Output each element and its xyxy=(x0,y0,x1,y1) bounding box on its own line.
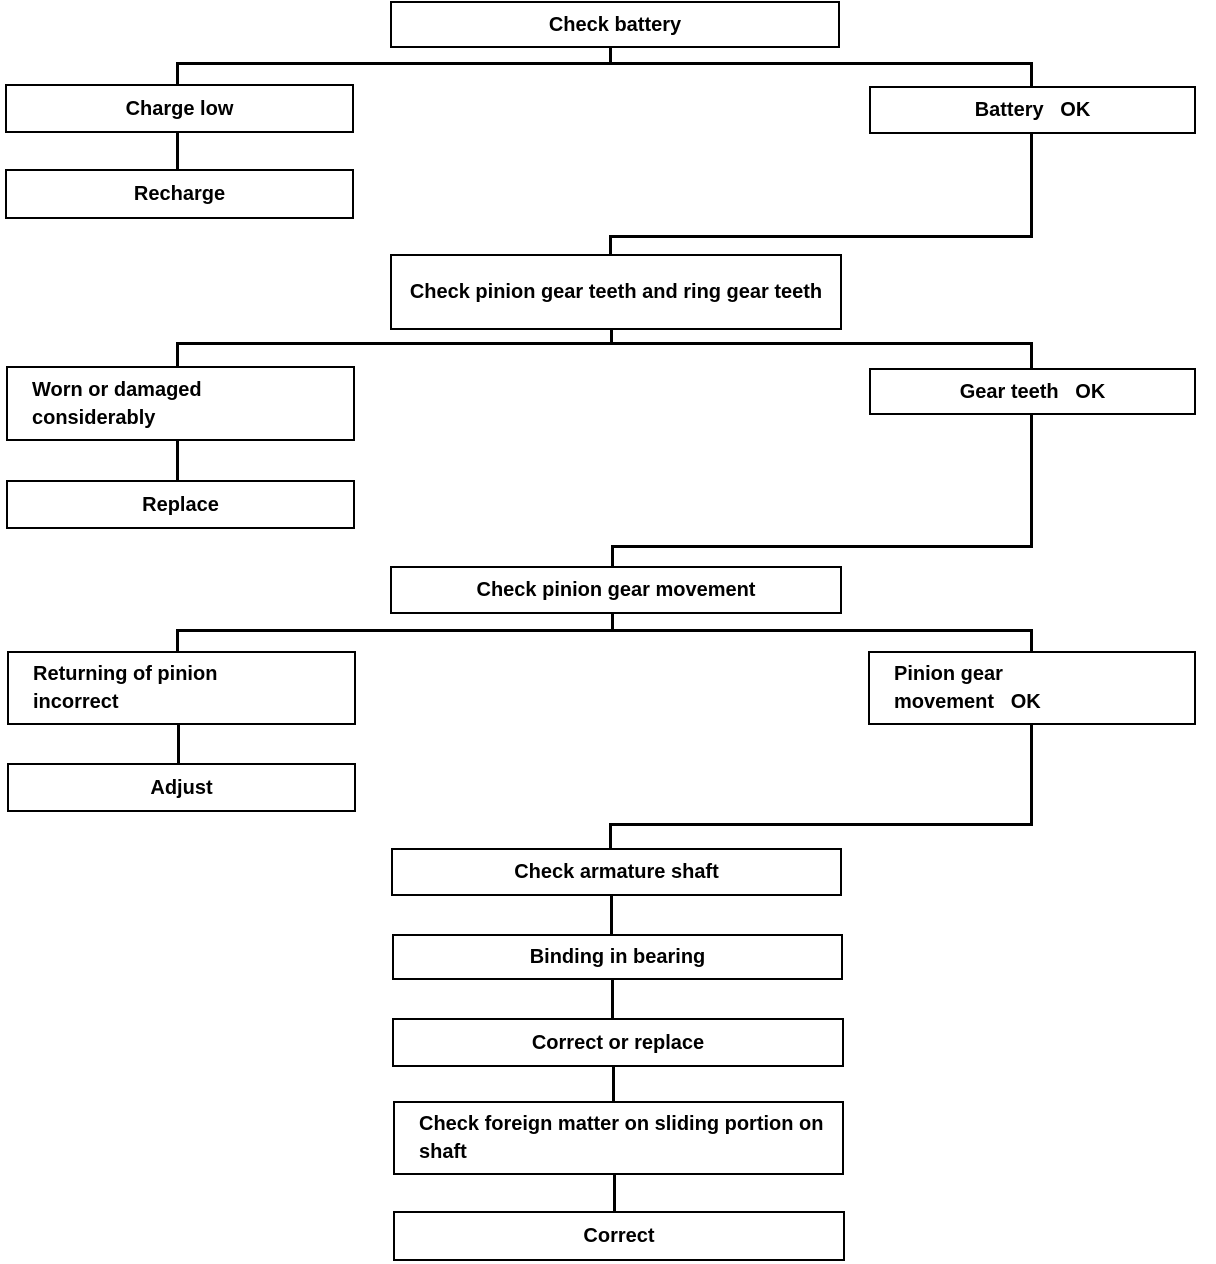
gear-teeth-ok-box: Gear teeth OK xyxy=(869,368,1196,415)
connector xyxy=(176,342,179,366)
returning-incorrect-box: Returning of pinion incorrect xyxy=(7,651,356,725)
worn-damaged-box: Worn or damaged considerably xyxy=(6,366,355,441)
battery-ok-label: Battery OK xyxy=(974,99,1091,121)
charge-low-label: Charge low xyxy=(125,97,234,120)
charge-low-box: Charge low xyxy=(5,84,354,133)
connector xyxy=(176,62,1033,65)
check-gear-teeth-label: Check pinion gear teeth and ring gear te… xyxy=(409,281,823,303)
connector xyxy=(1030,133,1033,237)
connector xyxy=(611,545,1033,548)
battery-ok-box: Battery OK xyxy=(869,86,1196,134)
correct-label: Correct xyxy=(583,1225,655,1247)
connector xyxy=(1030,62,1033,86)
adjust-box: Adjust xyxy=(7,763,356,812)
connector xyxy=(176,62,179,84)
recharge-label: Recharge xyxy=(133,183,226,205)
connector xyxy=(176,629,179,651)
check-pinion-movement-label: Check pinion gear movement xyxy=(476,579,756,601)
connector xyxy=(1030,342,1033,368)
connector xyxy=(176,440,179,480)
replace-box: Replace xyxy=(6,480,355,529)
connector xyxy=(1030,629,1033,651)
connector xyxy=(613,1174,616,1211)
correct-or-replace-box: Correct or replace xyxy=(392,1018,844,1067)
correct-or-replace-label: Correct or replace xyxy=(531,1031,705,1054)
connector xyxy=(176,342,1033,345)
connector xyxy=(611,545,614,566)
worn-damaged-label: Worn or damaged considerably xyxy=(32,378,202,429)
connector xyxy=(609,235,1033,238)
pinion-movement-ok-box: Pinion gear movement OK xyxy=(868,651,1196,725)
connector xyxy=(609,235,612,254)
check-foreign-matter-box: Check foreign matter on sliding portion … xyxy=(393,1101,844,1175)
connector xyxy=(176,629,1033,632)
correct-box: Correct xyxy=(393,1211,845,1261)
check-battery-label: Check battery xyxy=(548,13,682,36)
check-battery-box: Check battery xyxy=(390,1,840,48)
check-foreign-matter-label: Check foreign matter on sliding portion … xyxy=(419,1113,824,1163)
connector xyxy=(1030,414,1033,547)
binding-in-bearing-box: Binding in bearing xyxy=(392,934,843,980)
connector xyxy=(611,613,614,631)
returning-incorrect-label: Returning of pinion incorrect xyxy=(33,663,218,713)
connector xyxy=(610,329,613,345)
connector xyxy=(611,979,614,1018)
check-armature-shaft-label: Check armature shaft xyxy=(514,861,719,883)
binding-in-bearing-label: Binding in bearing xyxy=(529,946,706,968)
adjust-label: Adjust xyxy=(150,776,213,799)
replace-label: Replace xyxy=(142,493,219,516)
check-armature-shaft-box: Check armature shaft xyxy=(391,848,842,896)
pinion-movement-ok-label: Pinion gear movement OK xyxy=(894,663,1041,713)
recharge-box: Recharge xyxy=(5,169,354,219)
connector xyxy=(610,895,613,934)
connector xyxy=(609,47,612,64)
connector xyxy=(176,132,179,169)
connector xyxy=(609,823,1033,826)
gear-teeth-ok-label: Gear teeth OK xyxy=(959,380,1106,403)
connector xyxy=(612,1066,615,1101)
connector xyxy=(1030,724,1033,826)
connector xyxy=(609,823,612,848)
connector xyxy=(177,724,180,763)
check-gear-teeth-box: Check pinion gear teeth and ring gear te… xyxy=(390,254,842,330)
check-pinion-movement-box: Check pinion gear movement xyxy=(390,566,842,614)
